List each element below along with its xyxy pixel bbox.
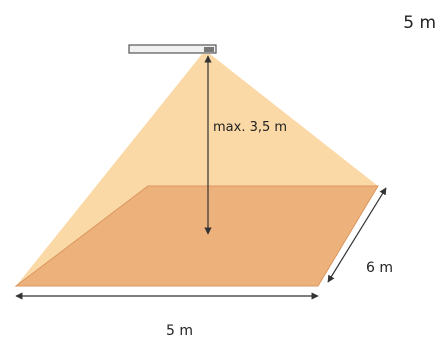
width-label: 5 m bbox=[166, 323, 193, 338]
depth-arrow bbox=[327, 187, 387, 283]
floor-area bbox=[14, 185, 379, 287]
depth-label: 6 m bbox=[366, 260, 393, 276]
ceiling-lamp bbox=[128, 44, 217, 54]
height-label: max. 3,5 m bbox=[213, 120, 287, 135]
lamp-mount bbox=[204, 47, 214, 52]
corner-dimension-label: 5 m bbox=[403, 13, 436, 33]
